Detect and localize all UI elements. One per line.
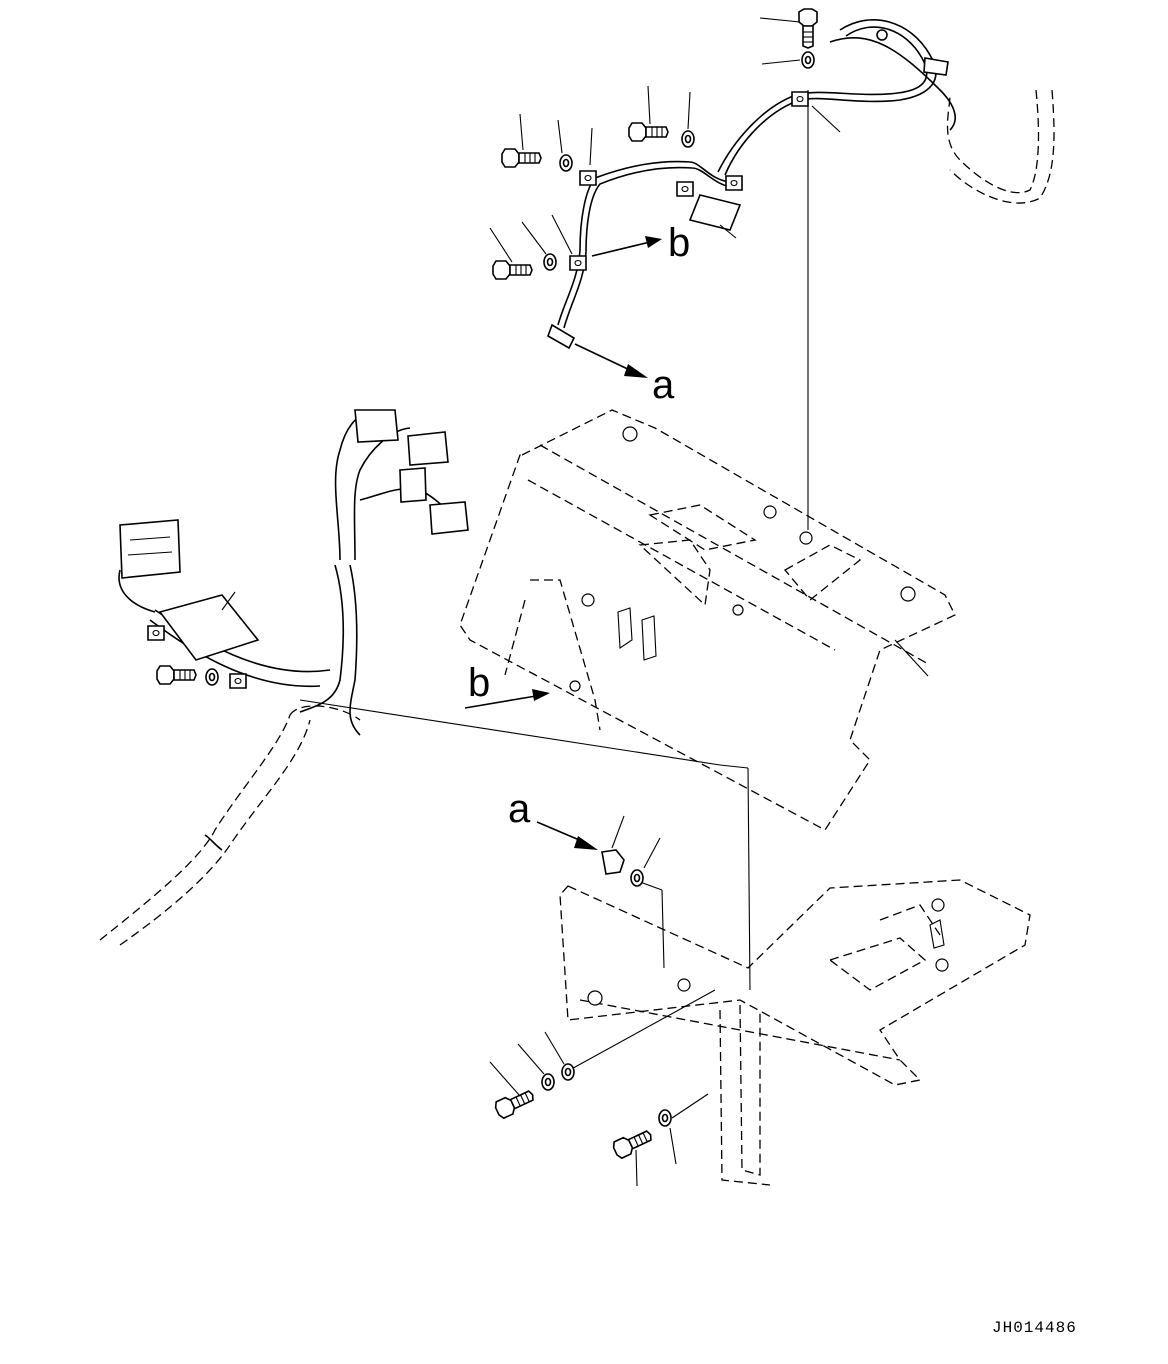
reference-line [299, 699, 721, 766]
leader-line [643, 837, 661, 869]
clamp [569, 255, 587, 271]
leader-line [489, 227, 513, 263]
clamp [725, 175, 743, 191]
pin-stud [799, 531, 813, 545]
leader-line [894, 639, 929, 677]
connector [399, 467, 427, 503]
leader-line [647, 85, 651, 125]
label-a-lower: a [508, 787, 531, 831]
leader-line [589, 127, 593, 166]
harness-cover [158, 594, 260, 661]
reference-line [719, 764, 749, 769]
connector-plug [923, 57, 949, 76]
washer [205, 668, 219, 686]
main-wire-harness [99, 409, 721, 946]
connector [429, 501, 469, 535]
bolt [492, 260, 533, 280]
reference-line [747, 767, 751, 991]
washer [630, 869, 644, 887]
bolt [501, 148, 542, 168]
clamp [229, 673, 247, 689]
reference-line [661, 889, 665, 969]
connector [354, 409, 399, 443]
leader-line [761, 59, 801, 65]
lower-bracket: a [489, 764, 1031, 1187]
drawing-number: JH014486 [992, 1319, 1077, 1337]
leader-line [719, 224, 737, 239]
leader-line [489, 1061, 521, 1097]
bolt [492, 1085, 538, 1121]
bolt [628, 122, 669, 142]
arrow-a-upper [574, 343, 635, 373]
sensor-fitting [601, 849, 625, 875]
leader-line [519, 113, 524, 151]
leader-line [635, 1149, 638, 1187]
connector-end [876, 29, 888, 41]
leader-line [669, 1127, 677, 1165]
clamp [147, 625, 165, 641]
leader-line [611, 815, 625, 849]
connector [407, 431, 449, 466]
leader-line [557, 119, 563, 154]
bolt [156, 665, 197, 685]
upper-sensor-harness: b a [489, 8, 1055, 530]
arrow-a-lower [536, 821, 585, 843]
relay-connector [119, 519, 181, 579]
leader-line [221, 591, 236, 611]
leader-line [759, 17, 801, 23]
arrow-b-lower [464, 695, 537, 709]
leader-line [517, 1043, 545, 1075]
reference-line [639, 881, 663, 891]
leader-line [521, 221, 547, 255]
washer [561, 1063, 575, 1081]
arrow-b-upper [591, 241, 651, 257]
leader-line [544, 1031, 565, 1065]
washer [543, 253, 557, 271]
reference-line [671, 1093, 709, 1119]
washer [541, 1073, 555, 1091]
label-b-lower: b [468, 661, 490, 705]
washer [658, 1109, 672, 1127]
sensor-tip [547, 323, 576, 350]
label-a-upper: a [652, 363, 675, 407]
clamp [579, 170, 597, 186]
clamp [791, 91, 809, 107]
harness-cover [688, 194, 742, 231]
bolt-top [798, 8, 818, 49]
washer [681, 130, 695, 148]
clamp [676, 181, 694, 197]
washer [559, 154, 573, 172]
leader-line [811, 105, 841, 133]
label-b-upper: b [668, 221, 690, 265]
leader-line [687, 91, 691, 130]
floor-panel: b [459, 409, 956, 831]
washer-top [801, 51, 815, 69]
reference-line [565, 989, 716, 1073]
leader-line [551, 214, 573, 255]
bolt [610, 1125, 656, 1161]
